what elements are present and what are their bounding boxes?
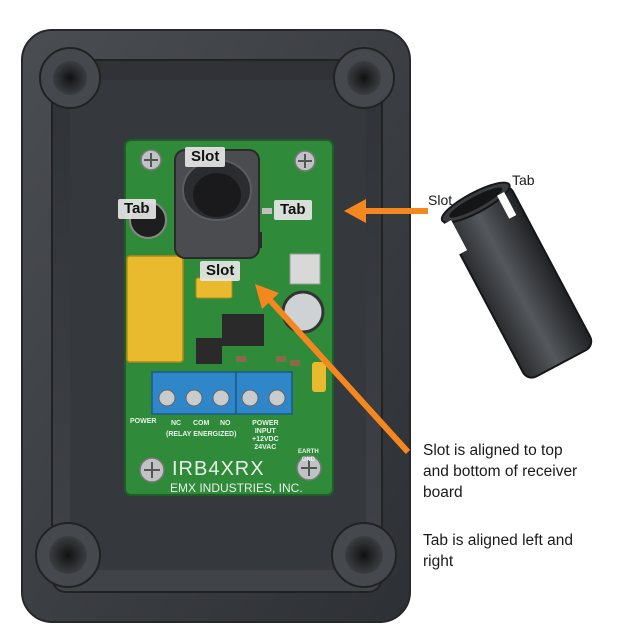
label-tab-right: Tab <box>274 200 312 220</box>
loose-sleeve <box>440 181 593 379</box>
label-tab-left: Tab <box>118 199 156 219</box>
silk-nc: NC <box>171 420 182 427</box>
silk-model: IRB4XRX <box>172 458 265 480</box>
label-slot-top: Slot <box>185 147 226 167</box>
label-slot-mid: Slot <box>200 261 241 281</box>
arrow-to-tab <box>344 199 428 223</box>
silk-relay: (RELAY ENERGIZED) <box>166 431 237 438</box>
corner-screw-holes <box>35 47 397 588</box>
silk-earth-gnd: EARTH GND <box>298 449 319 463</box>
sleeve-installed <box>174 149 260 259</box>
silk-com: COM <box>193 420 210 427</box>
label-slot-sleeve: Slot <box>428 192 453 208</box>
silk-power: POWER <box>130 418 157 425</box>
note-slot-alignment: Slot is aligned to top and bottom of rec… <box>423 442 578 501</box>
note-tab-alignment: Tab is aligned left and right <box>423 532 573 570</box>
silk-maker: EMX INDUSTRIES, INC. <box>170 481 303 495</box>
arrow-to-slot <box>255 284 411 455</box>
silk-power-input: POWER INPUT +12VDC 24VAC <box>252 420 279 451</box>
silk-no: NO <box>220 420 231 427</box>
label-tab-sleeve: Tab <box>512 172 535 188</box>
